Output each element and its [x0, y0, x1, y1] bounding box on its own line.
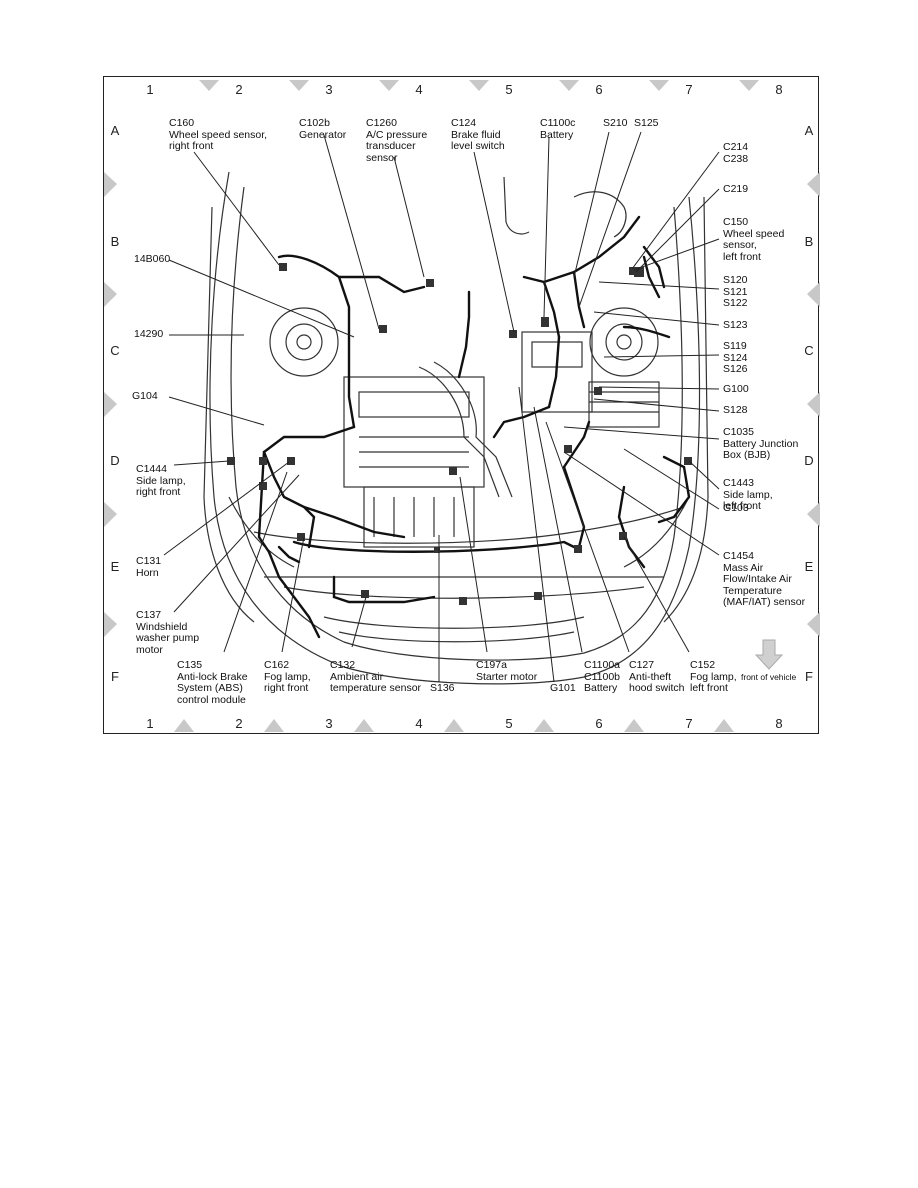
label-c137: C137 Windshield washer pump motor	[136, 609, 200, 656]
grid-row-c-left: C	[110, 343, 120, 358]
label-14290: 14290	[134, 328, 164, 340]
grid-col-6-top: 6	[595, 82, 603, 97]
label-s125: S125	[634, 117, 659, 129]
grid-col-5-bottom: 5	[505, 716, 513, 731]
label-s123: S123	[723, 319, 748, 331]
grid-col-4-bottom: 4	[415, 716, 423, 731]
grid-row-a-right: A	[804, 123, 814, 138]
label-g101: G101	[550, 682, 576, 694]
grid-col-7-top: 7	[685, 82, 693, 97]
label-s210: S210	[603, 117, 628, 129]
grid-row-b-right: B	[804, 234, 814, 249]
label-c135: C135 Anti-lock Brake System (ABS) contro…	[177, 659, 248, 706]
grid-row-c-right: C	[804, 343, 814, 358]
grid-col-2-bottom: 2	[235, 716, 243, 731]
label-c1443: C1443 Side lamp, left front	[723, 477, 773, 512]
label-g100: G100	[723, 383, 749, 395]
grid-col-8-top: 8	[775, 82, 783, 97]
grid-row-e-right: E	[804, 559, 814, 574]
label-c197a: C197a Starter motor	[476, 659, 538, 683]
label-g104: G104	[132, 390, 158, 402]
label-s136: S136	[430, 682, 455, 694]
label-c1100c: C1100c Battery	[540, 117, 576, 141]
label-s119-s126: S119 S124 S126	[723, 340, 748, 375]
grid-col-6-bottom: 6	[595, 716, 603, 731]
grid-row-d-left: D	[110, 453, 120, 468]
label-c1260: C1260 A/C pressure transducer sensor	[366, 117, 428, 164]
label-c1444: C1444 Side lamp, right front	[136, 463, 186, 498]
grid-row-f-left: F	[111, 669, 119, 684]
label-g103: G103	[723, 502, 749, 514]
label-c1035: C1035 Battery Junction Box (BJB)	[723, 426, 799, 461]
label-c132: C132 Ambient air temperature sensor	[330, 659, 422, 694]
grid-col-1-bottom: 1	[146, 716, 154, 731]
label-c152: C152 Fog lamp, left front	[690, 659, 737, 694]
label-c160: C160 Wheel speed sensor, right front	[169, 117, 268, 152]
label-c214-c238: C214 C238	[723, 141, 749, 165]
label-c1454: C1454 Mass Air Flow/Intake Air Temperatu…	[723, 550, 806, 608]
label-front-of-vehicle: front of vehicle	[741, 672, 797, 682]
label-c127: C127 Anti-theft hood switch	[629, 659, 685, 694]
grid-markers	[104, 80, 820, 732]
label-c162: C162 Fog lamp, right front	[264, 659, 311, 694]
label-c124: C124 Brake fluid level switch	[451, 117, 505, 152]
label-c1100a-c1100b: C1100a C1100b Battery	[584, 659, 621, 694]
label-c150: C150 Wheel speed sensor, left front	[723, 216, 785, 263]
grid-row-e-left: E	[110, 559, 120, 574]
grid-col-4-top: 4	[415, 82, 423, 97]
grid-col-8-bottom: 8	[775, 716, 783, 731]
grid-col-5-top: 5	[505, 82, 513, 97]
label-s120-s122: S120 S121 S122	[723, 274, 748, 309]
diagram-frame: 1 2 3 4 5 6 7 8 1 2 3 4 5 6 7 8 A B C D …	[103, 76, 820, 734]
grid-col-7-bottom: 7	[685, 716, 693, 731]
grid-col-2-top: 2	[235, 82, 243, 97]
grid-col-3-top: 3	[325, 82, 333, 97]
grid-row-d-right: D	[804, 453, 814, 468]
label-c131: C131 Horn	[136, 555, 162, 579]
label-c219: C219	[723, 183, 749, 195]
engine-bay-drawing	[104, 80, 820, 732]
grid-row-f-right: F	[805, 669, 813, 684]
grid-row-b-left: B	[110, 234, 120, 249]
label-c102b: C102b Generator	[299, 117, 347, 141]
grid-col-3-bottom: 3	[325, 716, 333, 731]
grid-col-1-top: 1	[146, 82, 154, 97]
grid-row-a-left: A	[110, 123, 120, 138]
label-s128: S128	[723, 404, 748, 416]
front-arrow-icon	[754, 639, 784, 670]
label-14b060: 14B060	[134, 253, 171, 265]
